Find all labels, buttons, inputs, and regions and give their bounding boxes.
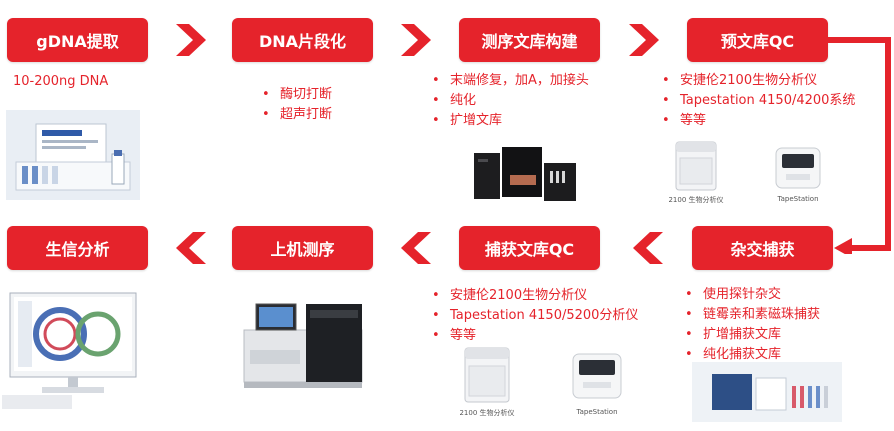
step-label: 捕获文库QC	[484, 240, 575, 259]
tapestation-instrument-image	[768, 144, 828, 194]
library-prep-instruments-image	[470, 145, 580, 207]
dna-amount-text: 10-200ng DNA	[13, 74, 109, 89]
list-item: 等等	[660, 111, 855, 131]
step-label: 上机测序	[270, 240, 335, 259]
chevron-right-icon	[629, 24, 659, 56]
pre-qc-method-list: 安捷伦2100生物分析仪 Tapestation 4150/4200系统 等等	[660, 71, 855, 131]
list-item: 超声打断	[260, 105, 332, 125]
list-item: 使用探针杂交	[683, 285, 820, 305]
list-item: 等等	[430, 326, 638, 346]
bioanalyzer-caption: 2100 生物分析仪	[459, 409, 515, 417]
hybrid-step-list: 使用探针杂交 链霉亲和素磁珠捕获 扩增捕获文库 纯化捕获文库	[683, 285, 820, 365]
step-sequencing: 上机测序	[232, 226, 373, 270]
list-item: 末端修复，加A，加接头	[430, 71, 589, 91]
step-bioinformatics: 生信分析	[7, 226, 148, 270]
fragment-method-list: 酶切打断 超声打断	[260, 85, 332, 125]
bioanalyzer-caption: 2100 生物分析仪	[668, 196, 724, 204]
list-item: 扩增捕获文库	[683, 325, 820, 345]
bioanalyzer-instrument-image	[666, 138, 726, 194]
list-item: Tapestation 4150/5200分析仪	[430, 306, 638, 326]
step-label: 杂交捕获	[730, 240, 795, 259]
chevron-left-icon	[633, 232, 663, 264]
kit-box-image	[6, 110, 140, 200]
chevron-left-icon	[176, 232, 206, 264]
list-item: 安捷伦2100生物分析仪	[660, 71, 855, 91]
list-item: 扩增文库	[430, 111, 589, 131]
step-gdna-extraction: gDNA提取	[7, 18, 148, 62]
step-label: gDNA提取	[36, 32, 119, 51]
list-item: 纯化捕获文库	[683, 345, 820, 365]
sequencer-instrument-image	[236, 290, 371, 398]
bioinformatics-monitor-image	[2, 287, 144, 411]
list-item: 安捷伦2100生物分析仪	[430, 286, 638, 306]
list-item: Tapestation 4150/4200系统	[660, 91, 855, 111]
step-label: 生信分析	[45, 240, 110, 259]
bioanalyzer-instrument-image	[455, 344, 519, 406]
tapestation-caption: TapeStation	[777, 195, 819, 203]
elbow-arrow-icon	[828, 28, 892, 258]
capture-kit-image	[692, 362, 842, 422]
chevron-right-icon	[401, 24, 431, 56]
step-capture-library-qc: 捕获文库QC	[459, 226, 600, 270]
step-hybrid-capture: 杂交捕获	[692, 226, 833, 270]
step-label: 测序文库构建	[481, 32, 578, 51]
capture-qc-method-list: 安捷伦2100生物分析仪 Tapestation 4150/5200分析仪 等等	[430, 286, 638, 346]
tapestation-instrument-image	[565, 350, 629, 404]
step-pre-library-qc: 预文库QC	[687, 18, 828, 62]
list-item: 酶切打断	[260, 85, 332, 105]
list-item: 纯化	[430, 91, 589, 111]
chevron-right-icon	[176, 24, 206, 56]
step-library-construction: 测序文库构建	[459, 18, 600, 62]
tapestation-caption: TapeStation	[576, 408, 618, 416]
step-dna-fragmentation: DNA片段化	[232, 18, 373, 62]
library-step-list: 末端修复，加A，加接头 纯化 扩增文库	[430, 71, 589, 131]
chevron-left-icon	[401, 232, 431, 264]
step-label: 预文库QC	[720, 32, 795, 51]
list-item: 链霉亲和素磁珠捕获	[683, 305, 820, 325]
step-label: DNA片段化	[258, 32, 347, 51]
